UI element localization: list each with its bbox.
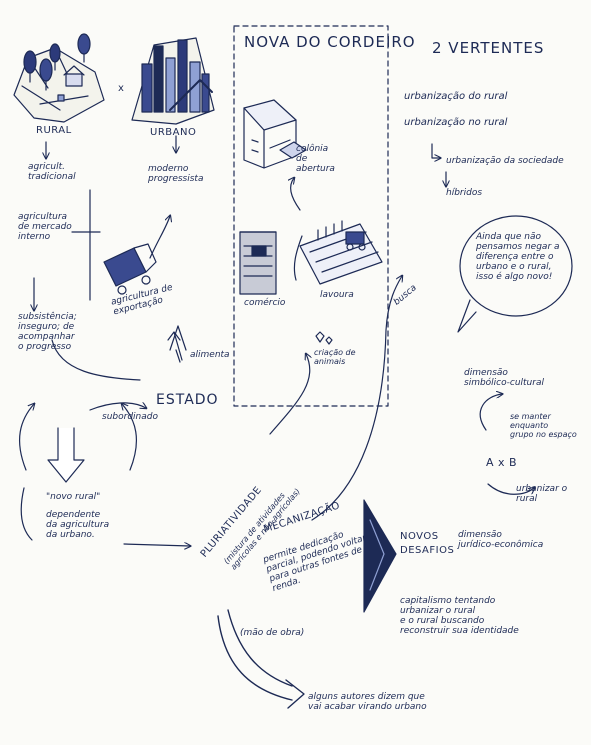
x-label: x <box>118 83 125 94</box>
dependente-label: dependente da agricultura da urbano. <box>46 510 110 540</box>
nova-do-cordeiro-box <box>233 25 389 407</box>
dimensao-simbolico-label: dimensão simbólico-cultural <box>464 368 544 388</box>
duas-vertentes-title: 2 VERTENTES <box>432 39 545 57</box>
novo-rural-label: "novo rural" <box>46 492 101 502</box>
novos-desafios-label: NOVOS DESAFIOS <box>400 531 455 556</box>
agricultura-mercado-interno-label: agricultura de mercado interno <box>18 212 72 242</box>
vertente-1-label: urbanização do rural <box>404 91 508 102</box>
urbano-label: URBANO <box>150 127 197 138</box>
a-x-b-label: A x B <box>486 456 518 469</box>
dimensao-juridico-label: dimensão jurídico-econômica <box>458 530 544 550</box>
criacao-label: criação de animais <box>314 348 356 366</box>
rural-label: RURAL <box>36 125 72 136</box>
quote-text: Ainda que não pensamos negar a diferença… <box>476 232 560 282</box>
alguns-autores-text: alguns autores dizem que vai acabar vira… <box>308 692 427 712</box>
rural-landscape-icon <box>13 33 105 123</box>
moderno-progressista-label: moderno progressista <box>148 164 204 184</box>
animals-sketch-icon <box>315 331 333 345</box>
alimenta-label: alimenta <box>190 350 230 360</box>
colonia-sketch-icon <box>279 141 307 159</box>
estado-label: ESTADO <box>156 392 219 408</box>
urbanizacao-sociedade-label: urbanização da sociedade <box>446 156 564 166</box>
comercio-label: comércio <box>244 298 286 308</box>
subsistencia-label: subsistência; inseguro; de acompanhar o … <box>18 312 77 352</box>
quote-bubble <box>459 215 573 317</box>
comercio-sketch-icon <box>239 231 277 295</box>
colonia-label: colônia de abertura <box>296 144 335 174</box>
lavoura-sketch-icon <box>299 220 383 285</box>
truck-icon <box>103 243 157 295</box>
vertente-2-label: urbanização no rural <box>404 117 508 128</box>
nova-do-cordeiro-title: NOVA DO CORDEIRO <box>244 33 416 51</box>
urban-skyline-icon <box>131 37 215 125</box>
hibridos-label: híbridos <box>446 188 483 198</box>
agricultura-tradicional-label: agricult. tradicional <box>28 162 76 182</box>
lavoura-label: lavoura <box>320 290 354 300</box>
urbanizar-rural-label: urbanizar o rural <box>516 484 568 504</box>
building-sketch-icon <box>243 99 297 169</box>
capitalismo-text: capitalismo tentando urbanizar o rural e… <box>400 596 519 636</box>
se-manter-label: se manter enquanto grupo no espaço <box>510 412 577 439</box>
subordinado-label: subordinado <box>102 412 158 422</box>
mao-de-obra-label: (mão de obra) <box>240 628 305 638</box>
